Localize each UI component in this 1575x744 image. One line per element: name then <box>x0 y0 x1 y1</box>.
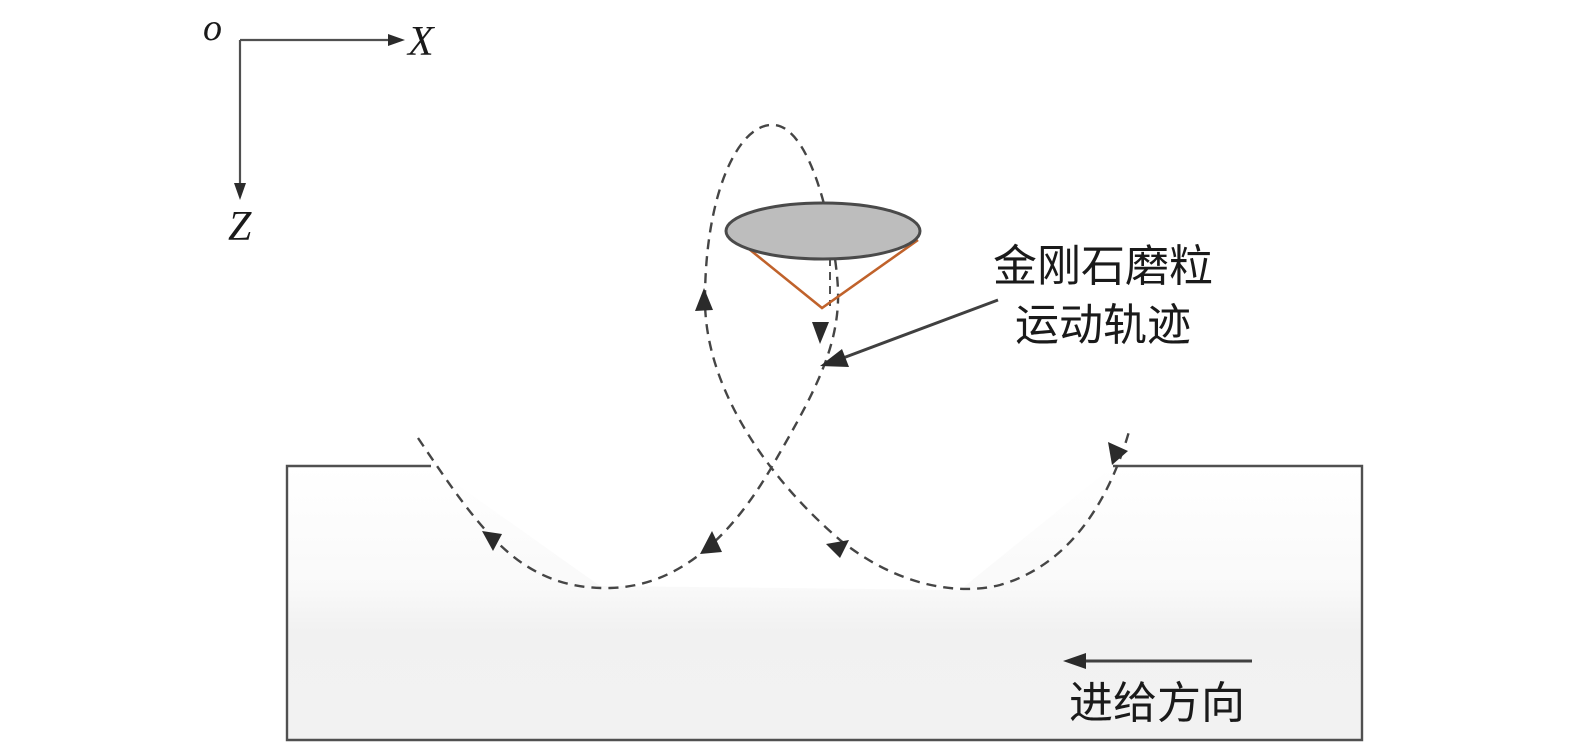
coordinate-axes: o X Z <box>203 7 436 250</box>
trajectory-leader-arrow-icon <box>820 349 849 367</box>
trajectory-arrow-icon <box>812 322 829 344</box>
workpiece-outline <box>285 464 1364 742</box>
trajectory-label-line2: 运动轨迹 <box>1015 300 1191 351</box>
trajectory-arrow-icon <box>1108 442 1128 465</box>
trajectory-leader-line <box>842 298 999 360</box>
feed-direction-arrow-icon <box>1063 653 1086 669</box>
x-axis-arrow-icon <box>388 34 405 46</box>
trajectory-arrow-icon <box>695 288 713 311</box>
trajectory-arrow-icon <box>700 531 722 554</box>
grain-trajectory <box>417 123 1132 591</box>
origin-label: o <box>203 7 222 49</box>
workpiece <box>287 466 1362 740</box>
diamond-grain <box>724 201 922 310</box>
grain-cone <box>727 230 919 310</box>
feed-direction-label: 进给方向 <box>1069 678 1245 729</box>
grain-top-ellipse <box>724 201 922 261</box>
trajectory-arrow-icon <box>826 540 849 558</box>
z-axis-label: Z <box>228 204 252 250</box>
z-axis-arrow-icon <box>234 183 246 200</box>
trajectory-arrow-icon <box>482 531 502 551</box>
x-axis-label: X <box>406 19 436 65</box>
trajectory-label-line1: 金刚石磨粒 <box>993 241 1213 292</box>
